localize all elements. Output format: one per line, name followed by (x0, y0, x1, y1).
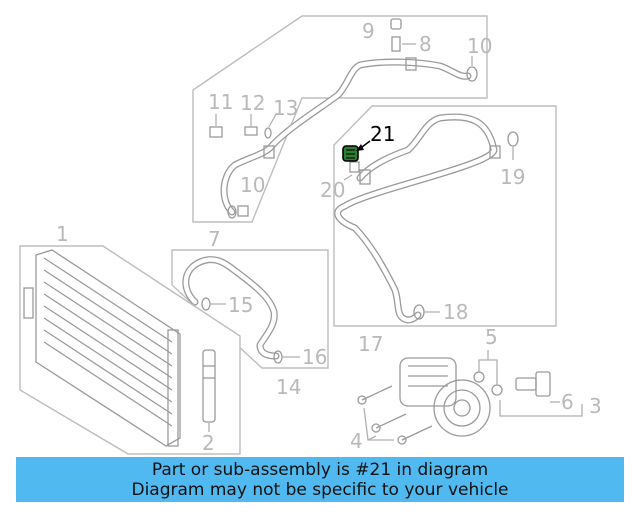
banner-line-disclaimer: Diagram may not be specific to your vehi… (131, 479, 509, 500)
panel-group-7 (192, 15, 488, 223)
callout-16: 16 (302, 345, 327, 369)
callout-20: 20 (320, 178, 345, 202)
notice-banner: Part or sub-assembly is #21 in diagram D… (16, 457, 624, 502)
plugs-part-5 (473, 350, 503, 396)
drier-part-2 (202, 349, 216, 432)
valve-part-8 (391, 36, 416, 52)
hose-assembly-17 (334, 113, 501, 324)
hose-assembly-7 (220, 57, 472, 217)
callout-3: 3 (589, 394, 602, 418)
sensor-part-11 (209, 114, 223, 138)
callout-5: 5 (485, 325, 498, 349)
cap-part-9 (390, 18, 402, 30)
highlighted-part-21 (342, 140, 371, 162)
hose-assembly-14 (182, 256, 280, 360)
callout-6: 6 (561, 390, 574, 414)
o-ring-part-16 (273, 350, 300, 364)
valve-part-12 (244, 114, 258, 136)
callout-19: 19 (500, 165, 525, 189)
callout-11: 11 (208, 90, 233, 114)
callout-17: 17 (358, 332, 383, 356)
condenser-part-1 (23, 249, 181, 447)
o-ring-part-10-lower (227, 205, 237, 219)
callout-1: 1 (56, 222, 69, 246)
banner-line-part-number: Part or sub-assembly is #21 in diagram (151, 459, 489, 480)
callout-14: 14 (276, 375, 301, 399)
callout-4: 4 (350, 429, 363, 453)
o-ring-part-10-upper (466, 56, 478, 82)
callout-7: 7 (208, 227, 221, 251)
callout-21-highlighted: 21 (370, 122, 395, 146)
callout-12: 12 (240, 91, 265, 115)
o-ring-part-13 (264, 113, 277, 139)
panel-group-14 (171, 249, 329, 369)
callout-8: 8 (419, 32, 432, 56)
bolts-part-4 (357, 385, 433, 445)
fitting-part-20 (343, 161, 360, 181)
valve-part-6 (515, 371, 560, 403)
o-ring-part-15 (201, 297, 226, 311)
callout-15: 15 (228, 293, 253, 317)
callout-10-lower: 10 (240, 173, 265, 197)
panel-group-17 (333, 105, 557, 327)
callout-18: 18 (443, 300, 468, 324)
callout-10-upper: 10 (467, 34, 492, 58)
callout-9: 9 (362, 19, 375, 43)
o-ring-part-18 (413, 304, 440, 320)
callout-2: 2 (202, 431, 215, 455)
compressor-part-3 (399, 357, 583, 437)
callout-13: 13 (273, 96, 298, 120)
o-ring-part-19 (507, 131, 519, 160)
